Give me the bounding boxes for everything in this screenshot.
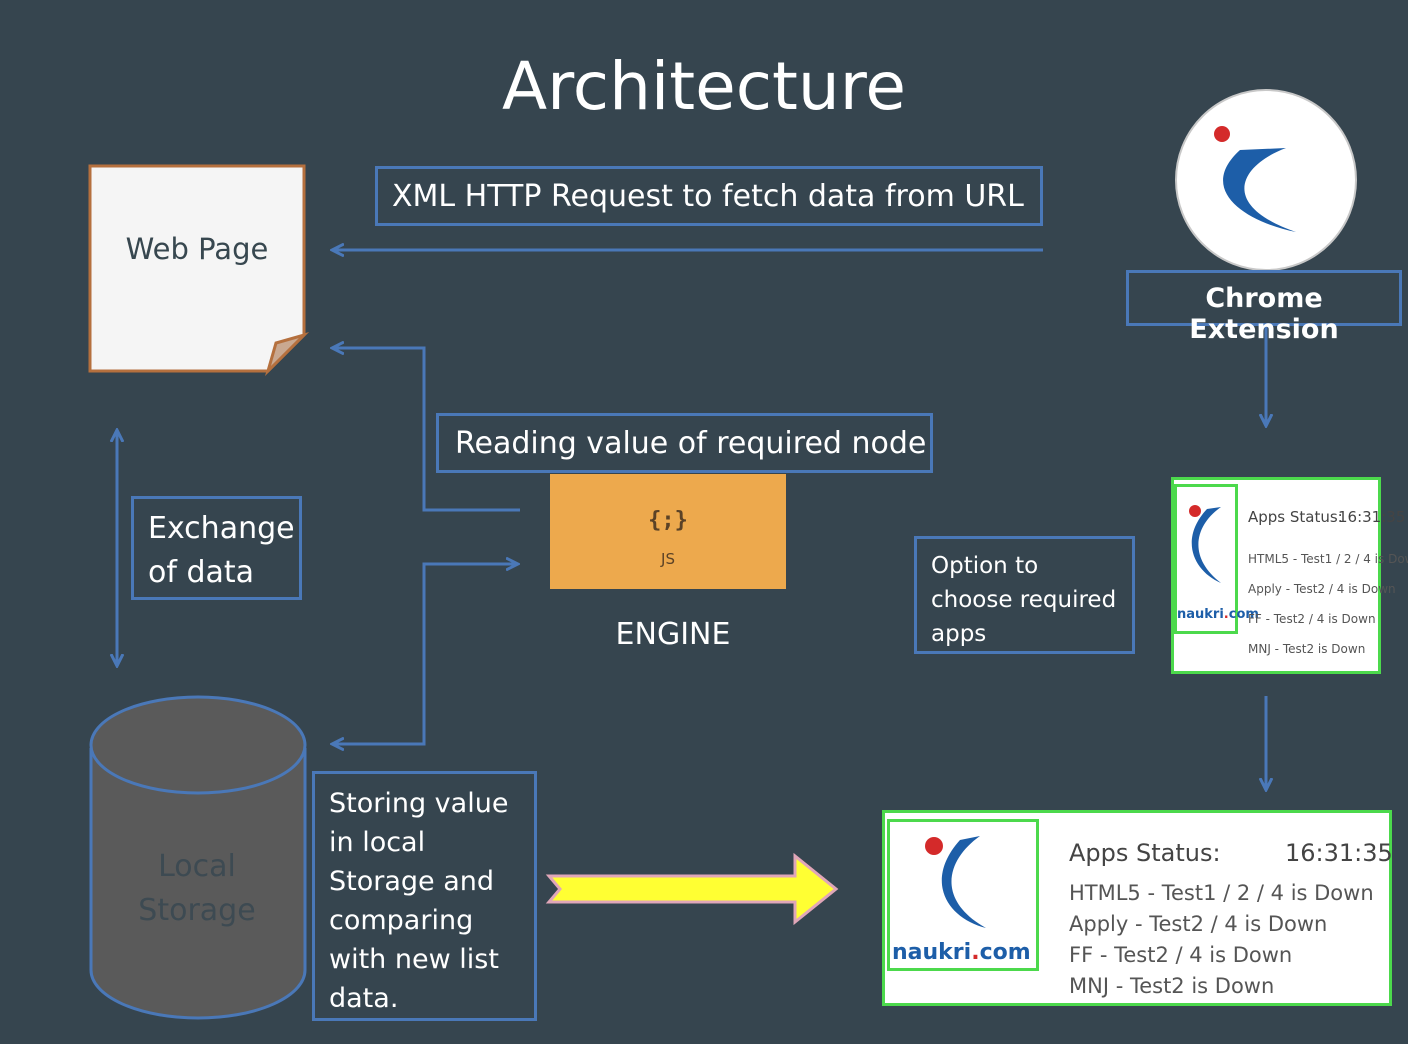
naukri-logo: naukri.com <box>887 819 1039 971</box>
web-page-document-shape <box>88 164 310 377</box>
option-note-line: apps <box>931 621 987 647</box>
naukri-logo-icon <box>1189 505 1221 583</box>
read-node-note: Reading value of required node <box>436 413 933 473</box>
engine-label: ENGINE <box>615 617 731 652</box>
apps-status-title: Apps Status: <box>1069 839 1221 867</box>
option-note-line: choose required <box>931 587 1117 613</box>
option-note-line: Option to <box>931 553 1039 579</box>
chrome-extension-label: Chrome Extension <box>1126 270 1402 345</box>
chrome-extension-logo-icon <box>1175 89 1357 271</box>
apps-status-time: 16:31:35 <box>1285 839 1393 867</box>
status-line: FF - Test2 / 4 is Down <box>1069 943 1293 967</box>
local-storage-cylinder <box>89 695 307 1020</box>
exchange-note-line2: of data <box>148 555 255 590</box>
status-line: HTML5 - Test1 / 2 / 4 is Down <box>1069 881 1374 905</box>
store-note-line: with new list <box>329 944 499 975</box>
result-arrow <box>545 852 839 926</box>
exchange-note: Exchange of data <box>131 496 302 600</box>
page-title: Architecture <box>501 48 907 125</box>
local-storage-line2: Storage <box>138 893 256 928</box>
status-line: Apply - Test2 / 4 is Down <box>1248 582 1396 596</box>
status-line: MNJ - Test2 is Down <box>1248 642 1366 656</box>
status-line: FF - Test2 / 4 is Down <box>1248 612 1376 626</box>
popup-preview-large: naukri.com Apps Status: 16:31:35 HTML5 -… <box>882 810 1393 1006</box>
status-line: Apply - Test2 / 4 is Down <box>1069 912 1328 936</box>
status-line: MNJ - Test2 is Down <box>1069 974 1275 998</box>
xhr-note: XML HTTP Request to fetch data from URL <box>375 166 1043 226</box>
js-icon-badge: JS <box>661 550 675 568</box>
store-note: Storing value in local Storage and compa… <box>312 771 537 1021</box>
local-storage-line1: Local <box>158 849 236 884</box>
engine-to-webpage-arrow <box>332 348 520 512</box>
store-note-line: in local <box>329 827 426 858</box>
option-note: Option to choose required apps <box>914 536 1135 654</box>
store-note-line: Storing value <box>329 788 509 819</box>
status-line: HTML5 - Test1 / 2 / 4 is Down <box>1248 552 1408 566</box>
apps-status-time: 16:31:35 <box>1338 508 1406 526</box>
store-note-line: Storage and <box>329 866 495 897</box>
apps-status-title: Apps Status: <box>1248 508 1343 526</box>
naukri-wordmark: naukri.com <box>1177 607 1259 622</box>
popup-preview-small: naukri.com Apps Status: 16:31:35 HTML5 -… <box>1171 477 1408 674</box>
web-page-label: Web Page <box>125 232 269 266</box>
exchange-note-line1: Exchange <box>148 511 295 546</box>
storage-engine-arrow <box>332 564 518 744</box>
naukri-wordmark: naukri.com <box>892 940 1031 965</box>
engine-block <box>550 474 786 589</box>
js-icon-braces: {;} <box>648 508 688 533</box>
store-note-line: comparing <box>329 905 474 936</box>
naukri-logo: naukri.com <box>1174 484 1259 634</box>
naukri-logo-icon <box>925 836 986 928</box>
local-storage-label: Local Storage <box>90 845 304 933</box>
store-note-line: data. <box>329 983 399 1014</box>
